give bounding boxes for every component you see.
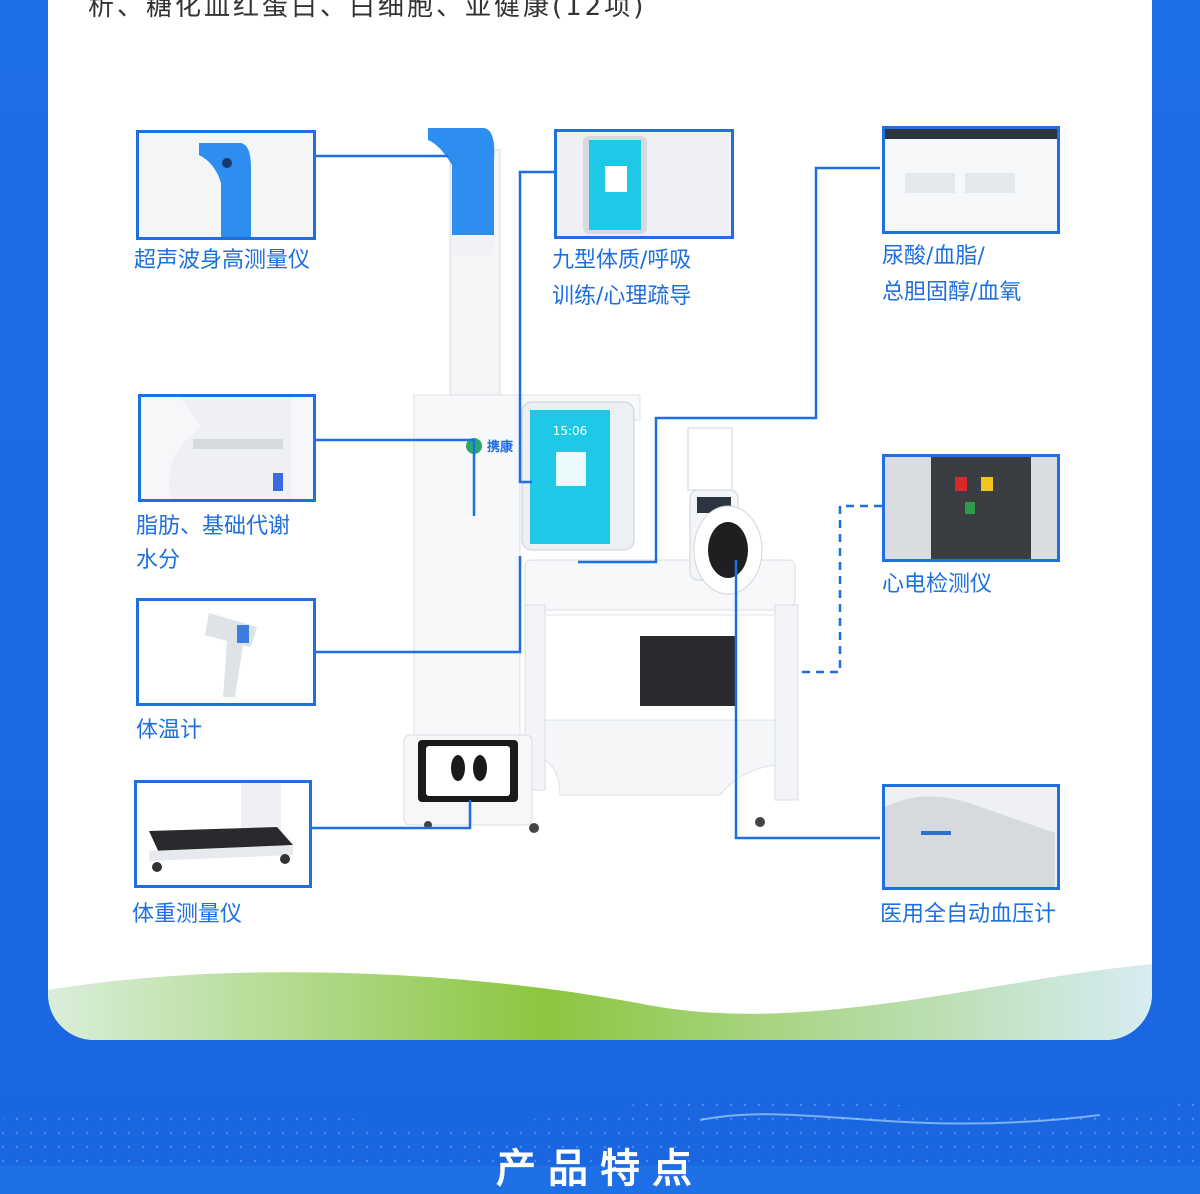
fat-electrode-photo — [138, 394, 316, 502]
footprint-icon — [451, 755, 487, 781]
ecg-cables-photo — [882, 454, 1060, 562]
health-kiosk-machine: 15:06 携康 — [403, 128, 799, 833]
brand-logo-text: 携康 — [487, 439, 514, 455]
label-ecg: 心电检测仪 — [882, 572, 993, 597]
kiosk-screen-time: 15:06 — [553, 424, 588, 438]
green-wave-decoration — [48, 964, 1152, 1040]
analyzer-panel-photo — [882, 126, 1060, 234]
label-weight-scale: 体重测量仪 — [132, 902, 243, 927]
label-tcm-line1: 九型体质/呼吸 — [552, 248, 692, 273]
thermometer-photo — [136, 598, 316, 706]
label-fat-line2: 水分 — [136, 548, 181, 573]
weight-scale-photo — [134, 780, 312, 888]
label-thermometer: 体温计 — [136, 718, 203, 743]
label-fat-line1: 脂肪、基础代谢 — [136, 514, 291, 539]
label-tcm-line2: 训练/心理疏导 — [552, 284, 692, 309]
thermometer-icon — [205, 613, 257, 697]
label-height-meter: 超声波身高测量仪 — [134, 248, 311, 273]
tablet-screen-photo — [554, 129, 734, 239]
dot-pattern-background — [0, 1097, 1200, 1166]
label-uric-line2: 总胆固醇/血氧 — [882, 280, 1022, 305]
label-blood-pressure: 医用全自动血压计 — [880, 902, 1057, 927]
bp-cuff-photo — [882, 784, 1060, 890]
intro-text: 析、糖化血红蛋白、白细胞、亚健康(12项) — [88, 0, 647, 22]
label-uric-line1: 尿酸/血脂/ — [882, 244, 985, 269]
callout-connectors — [312, 154, 882, 840]
section-title: 产品特点 — [496, 1146, 704, 1192]
height-sensor-photo — [136, 130, 316, 240]
